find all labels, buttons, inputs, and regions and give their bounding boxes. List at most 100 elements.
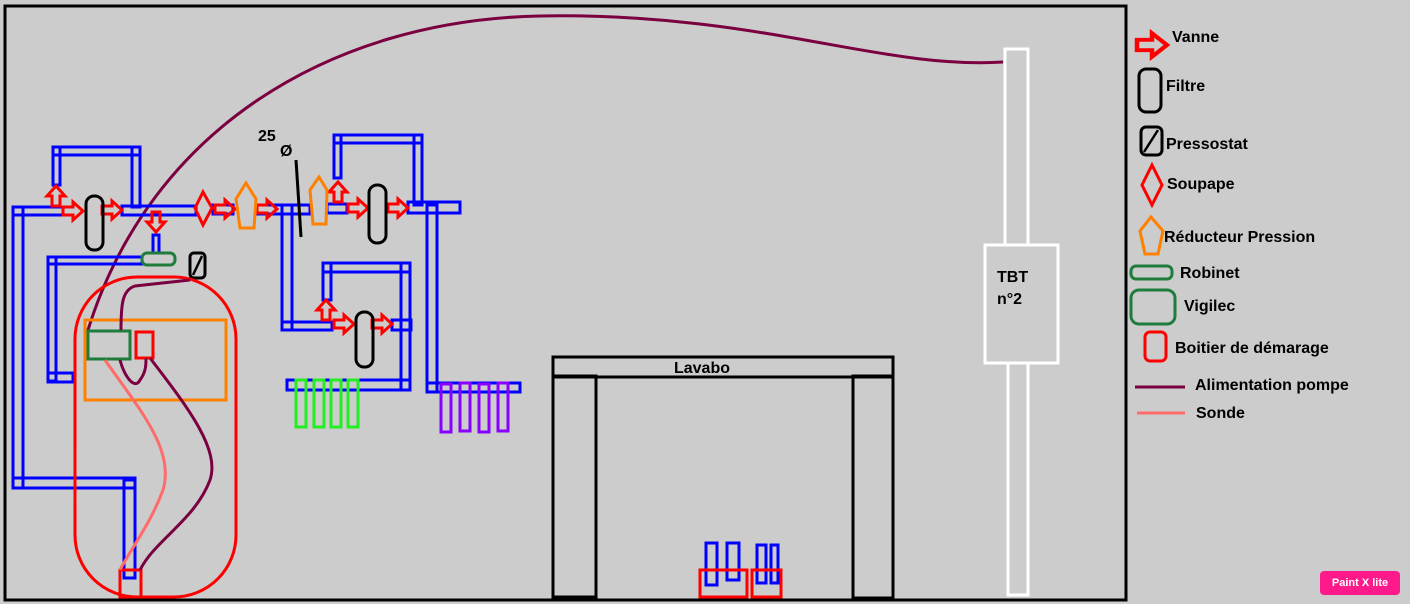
legend-vanne-icon — [1134, 28, 1171, 62]
green-outlet — [294, 378, 308, 429]
diagram-frame — [3, 4, 1128, 602]
vanne-arrow-icon — [325, 179, 351, 204]
alimentation-pompe-cable — [86, 14, 1004, 331]
legend-reducteur-icon — [1138, 214, 1165, 256]
vanne-arrow-icon — [332, 311, 357, 337]
pipe-bypass3-right — [399, 261, 412, 392]
pump-bottom-box — [118, 568, 143, 599]
pipe-right-vertical — [425, 203, 439, 394]
legend-soupape-icon — [1140, 161, 1164, 209]
pipe-bypass3-top — [321, 261, 412, 274]
sonde-cable — [103, 359, 167, 571]
green-outlets — [294, 378, 360, 429]
vanne-arrow-icon — [61, 198, 86, 224]
robinet — [140, 251, 177, 267]
lavabo-pipe — [725, 541, 741, 582]
lavabo-pipe — [704, 541, 719, 587]
legend-sonde-label: Sonde — [1196, 405, 1245, 422]
reducteur-pression-2 — [308, 174, 329, 226]
pipe-branch-horizontal — [280, 320, 334, 332]
vanne-arrow-icon — [100, 197, 125, 223]
lavabo-leg-right — [851, 374, 895, 600]
pipe-left-vertical — [11, 205, 25, 490]
tbt-label-1: TBT — [997, 269, 1028, 286]
tank — [73, 275, 238, 599]
lavabo-pipe — [769, 543, 780, 585]
legend: Vanne Filtre Pressostat Soupape Réducteu… — [1129, 28, 1349, 422]
lavabo-box — [750, 568, 783, 599]
legend-vigilec-label: Vigilec — [1184, 298, 1235, 315]
vanne-arrow-icon — [346, 195, 371, 221]
purple-outlet — [439, 382, 453, 434]
pipe-main-4 — [325, 202, 349, 215]
vanne-arrow-icon — [255, 196, 280, 222]
vanne-arrow-icon — [386, 195, 411, 221]
legend-pressostat-slash — [1142, 129, 1160, 153]
pump-box — [83, 318, 228, 402]
legend-soupape-label: Soupape — [1167, 176, 1235, 193]
pressostat-slash — [191, 255, 204, 276]
tbt-column-bottom — [1006, 361, 1030, 597]
legend-filtre-icon — [1137, 67, 1163, 114]
tbt-column-top — [1003, 47, 1030, 247]
legend-alimentation-label: Alimentation pompe — [1195, 377, 1349, 394]
reducteur-pression-1 — [234, 180, 258, 230]
pipe-size-symbol: Ø — [280, 143, 292, 160]
boitier-de-demarage — [134, 330, 155, 360]
legend-vanne-label: Vanne — [1172, 29, 1219, 46]
pipe-to-pump — [122, 478, 137, 580]
lavabo-box — [698, 568, 749, 599]
green-outlet — [346, 378, 360, 429]
soupape-diamond — [193, 188, 214, 229]
pipe-branch-vertical — [280, 203, 294, 332]
pipe-bypass2-top — [332, 133, 424, 145]
tbt-panel: TBT n°2 — [983, 47, 1060, 597]
green-outlet — [312, 378, 326, 429]
green-outlet — [329, 378, 343, 429]
pipe-robinet-vertical — [46, 255, 58, 383]
paint-x-lite-watermark: Paint X lite — [1320, 571, 1400, 595]
tbt-label-2: n°2 — [997, 291, 1022, 308]
lavabo-pipe — [755, 543, 768, 585]
legend-robinet-label: Robinet — [1180, 265, 1240, 282]
lavabo-leg-left — [551, 374, 598, 599]
vanne-arrow-icon — [143, 210, 169, 235]
lavabo-top — [551, 355, 895, 379]
pipe-size-pointer — [294, 159, 303, 238]
pressostat — [188, 251, 207, 280]
purple-outlet — [496, 381, 510, 433]
pump-power-cable — [138, 357, 214, 571]
pipe-left-horizontal — [11, 205, 65, 217]
pressostat-cable — [119, 278, 191, 331]
pipe-robinet-end — [46, 371, 75, 384]
pipe-bypass2-right — [412, 133, 424, 207]
filtre-1 — [84, 194, 105, 252]
legend-robinet-icon — [1129, 264, 1174, 281]
pipe-purple-manifold — [425, 381, 522, 394]
filtre-3 — [354, 310, 375, 369]
purple-outlets — [439, 381, 510, 434]
vanne-arrow-icon — [370, 311, 395, 337]
legend-reducteur-label: Réducteur Pression — [1164, 229, 1315, 246]
vanne-arrow-icon — [213, 196, 238, 222]
vigilec-boitier-cable — [118, 357, 148, 386]
vigilec — [86, 329, 132, 361]
pipe-robinet-horizontal — [46, 255, 144, 266]
pipe-size-number: 25 — [258, 128, 276, 145]
lavabo-label: Lavabo — [674, 360, 730, 377]
legend-boitier-icon — [1143, 330, 1168, 363]
filtre-2 — [367, 183, 388, 245]
purple-outlet — [477, 382, 491, 434]
legend-pressostat-icon — [1139, 125, 1164, 157]
legend-boitier-label: Boitier de démarage — [1175, 340, 1329, 357]
purple-outlet — [458, 381, 472, 433]
lavabo: Lavabo — [551, 355, 895, 600]
legend-pressostat-label: Pressostat — [1166, 136, 1248, 153]
legend-vigilec-icon — [1129, 288, 1177, 326]
legend-filtre-label: Filtre — [1166, 78, 1205, 95]
vannes — [43, 179, 411, 337]
pipe-robinet-stem — [151, 233, 161, 255]
vanne-arrow-icon — [313, 297, 339, 322]
vanne-arrow-icon — [43, 183, 69, 208]
